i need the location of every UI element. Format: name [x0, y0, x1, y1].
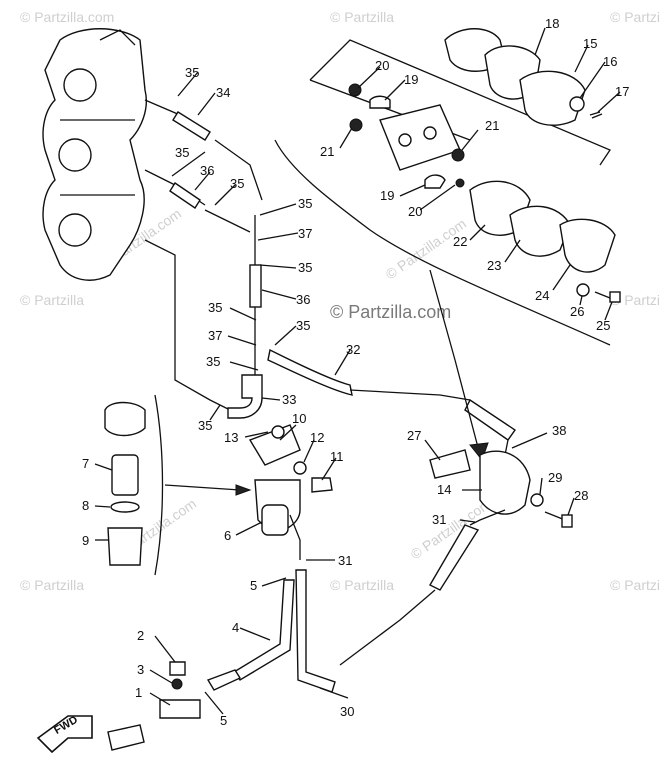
callout-2: 2 — [137, 628, 144, 643]
callout-26: 26 — [570, 304, 584, 319]
watermark: © Partzilla — [610, 292, 660, 308]
callout-10: 10 — [292, 411, 306, 426]
callout-11: 11 — [330, 449, 344, 464]
callout-35-e: 35 — [298, 260, 312, 275]
callout-7: 7 — [82, 456, 89, 471]
callout-31b: 31 — [338, 553, 352, 568]
watermark: © Partzilla — [610, 577, 660, 593]
callout-24: 24 — [535, 288, 549, 303]
callout-6: 6 — [224, 528, 231, 543]
callout-25: 25 — [596, 318, 610, 333]
callout-35-b: 35 — [175, 145, 189, 160]
callout-17: 17 — [615, 84, 629, 99]
callout-35-g: 35 — [296, 318, 310, 333]
callout-29: 29 — [548, 470, 562, 485]
lower-hoses — [206, 569, 336, 693]
callout-23: 23 — [487, 258, 501, 273]
fuel-pump-cover-parts — [469, 180, 621, 303]
watermark-center: © Partzilla.com — [330, 302, 451, 322]
callout-4: 4 — [232, 620, 239, 635]
callout-9: 9 — [82, 533, 89, 548]
callout-14: 14 — [437, 482, 451, 497]
callout-33: 33 — [282, 392, 296, 407]
callout-20b: 20 — [408, 204, 422, 219]
callout-32: 32 — [346, 342, 360, 357]
callout-3: 3 — [137, 662, 144, 677]
callout-numbers: 1 2 3 4 5 5 6 7 8 9 10 11 12 13 14 15 16… — [82, 16, 629, 728]
callout-35-d: 35 — [298, 196, 312, 211]
callout-35-f: 35 — [208, 300, 222, 315]
watermark: © Partzilla — [20, 292, 84, 308]
hose-network — [144, 99, 516, 462]
callout-31: 31 — [432, 512, 446, 527]
callout-18: 18 — [545, 16, 559, 31]
fuel-joint — [107, 661, 201, 751]
callout-5b: 5 — [220, 713, 227, 728]
callout-35-i: 35 — [198, 418, 212, 433]
callout-21: 21 — [485, 118, 499, 133]
callout-19: 19 — [404, 72, 418, 87]
callout-1: 1 — [135, 685, 142, 700]
callout-5: 5 — [250, 578, 257, 593]
fuel-filter-exploded — [104, 394, 252, 576]
callout-36b: 36 — [296, 292, 310, 307]
watermark: © Partzilla — [330, 577, 394, 593]
callout-19b: 19 — [380, 188, 394, 203]
callout-27: 27 — [407, 428, 421, 443]
callout-16: 16 — [603, 54, 617, 69]
callout-15: 15 — [583, 36, 597, 51]
fuel-pump-assembly-upper — [309, 28, 611, 189]
callout-38: 38 — [552, 423, 566, 438]
callout-34: 34 — [216, 85, 230, 100]
leader-lines — [94, 27, 621, 715]
watermark: © Partzilla — [330, 9, 394, 25]
section-divider — [274, 139, 611, 346]
callout-30: 30 — [340, 704, 354, 719]
watermark: © Partzilla — [610, 9, 660, 25]
callout-37: 37 — [298, 226, 312, 241]
watermark: © Partzilla — [20, 577, 84, 593]
callout-36: 36 — [200, 163, 214, 178]
callout-37b: 37 — [208, 328, 222, 343]
callout-20: 20 — [375, 58, 389, 73]
callout-35-a: 35 — [185, 65, 199, 80]
callout-8: 8 — [82, 498, 89, 513]
watermark: © Partzilla.com — [20, 9, 114, 25]
carburetor-assembly — [42, 28, 147, 281]
fwd-arrow: FWD — [36, 714, 93, 754]
callout-21b: 21 — [320, 144, 334, 159]
callout-22: 22 — [453, 234, 467, 249]
fuel-pump-right — [339, 449, 573, 666]
callout-35-c: 35 — [230, 176, 244, 191]
callout-28: 28 — [574, 488, 588, 503]
callout-35-h: 35 — [206, 354, 220, 369]
callout-13: 13 — [224, 430, 238, 445]
callout-12: 12 — [310, 430, 324, 445]
fuel-filter-center — [248, 424, 333, 560]
